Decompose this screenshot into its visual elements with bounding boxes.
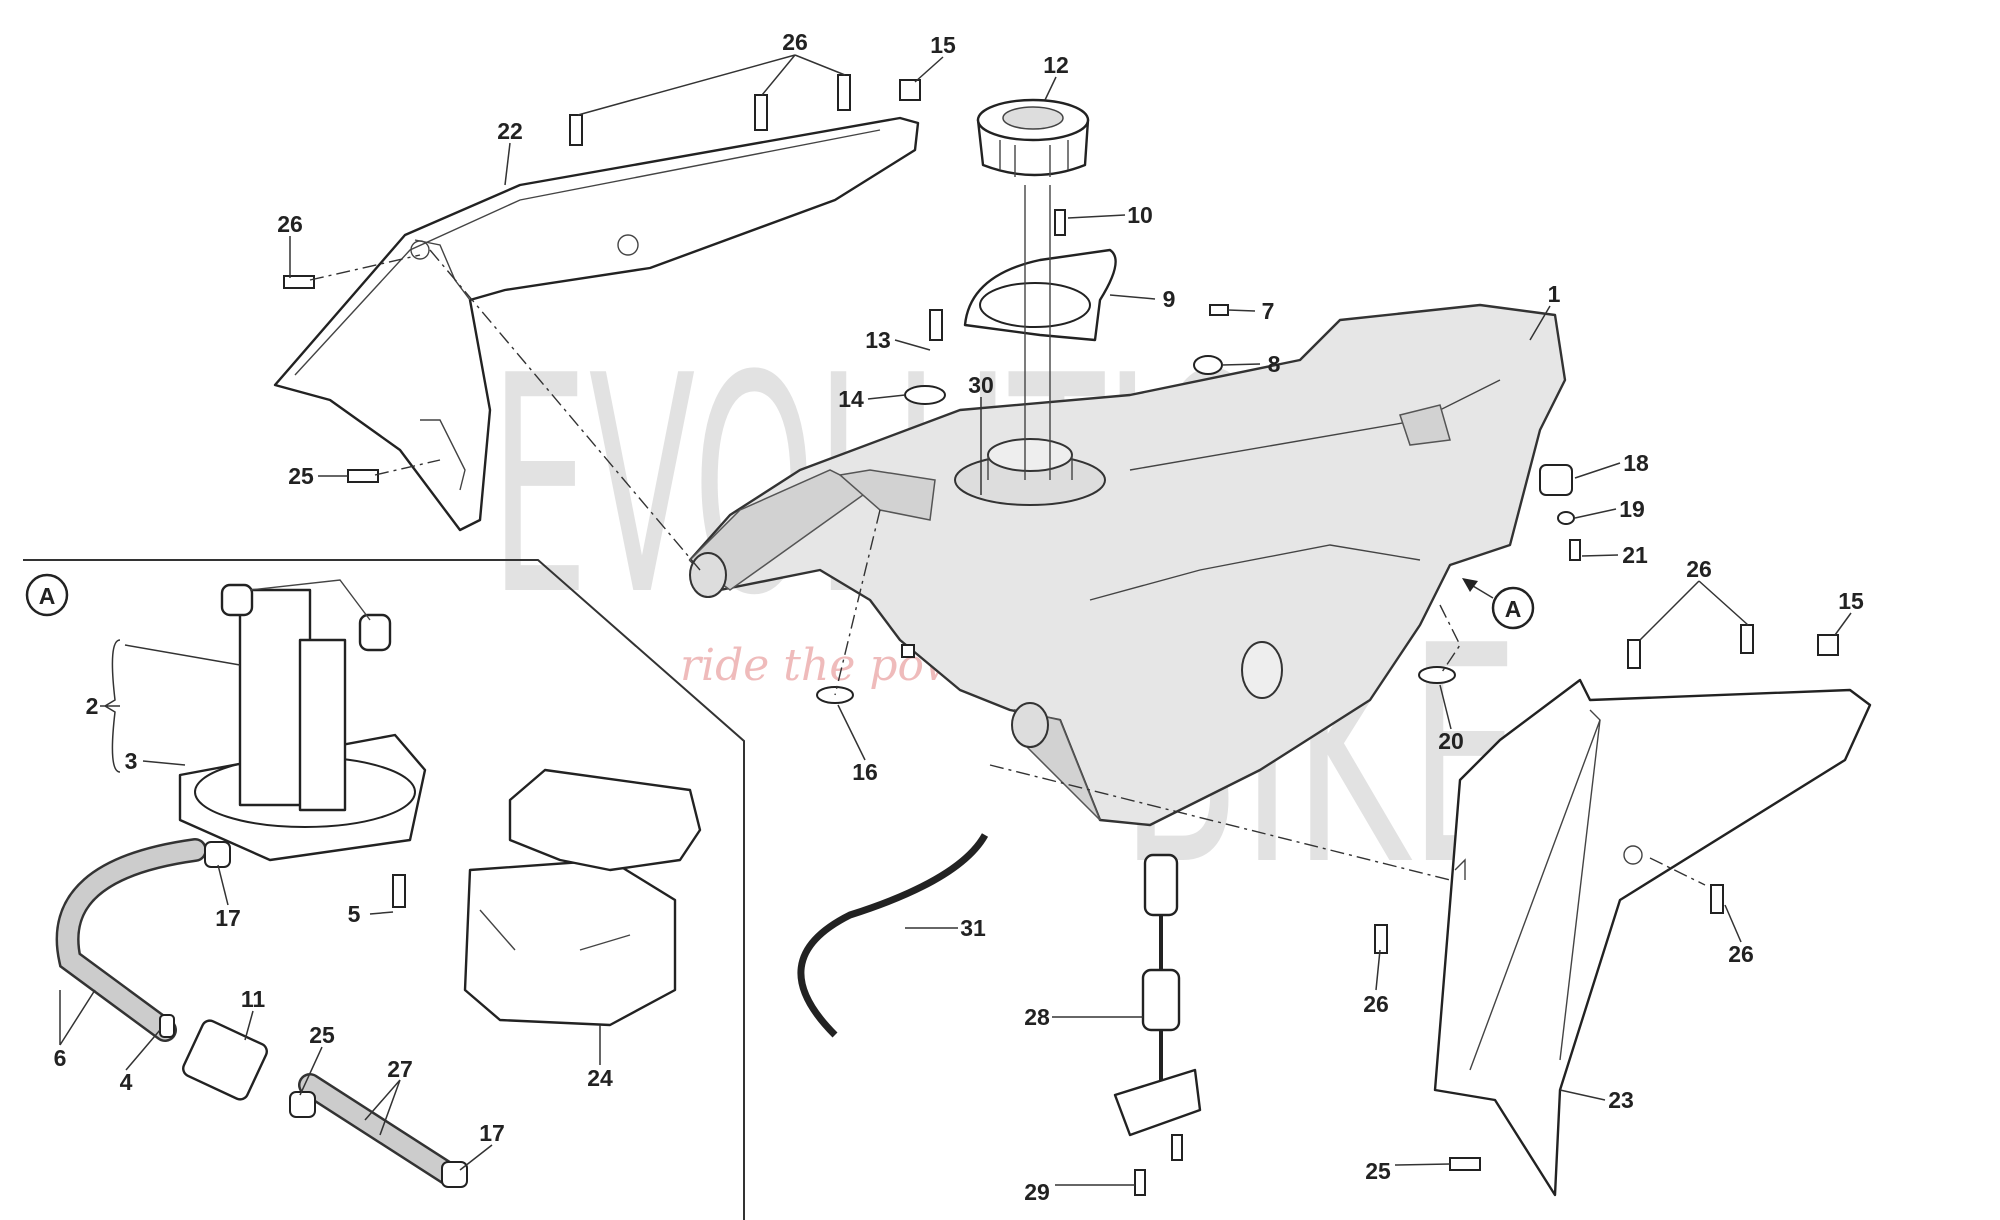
left-side-panel <box>273 116 920 532</box>
callout: 26 <box>1686 556 1712 582</box>
callout: 29 <box>1024 1179 1050 1205</box>
callout: 17 <box>479 1120 505 1146</box>
callout: 11 <box>241 986 266 1012</box>
callout: 13 <box>865 327 891 353</box>
callout: 26 <box>1728 941 1754 967</box>
callout: 28 <box>1024 1004 1050 1030</box>
callout: 12 <box>1043 52 1069 78</box>
callout: 14 <box>838 386 864 412</box>
callout: 24 <box>587 1065 613 1091</box>
callout: 15 <box>1838 588 1864 614</box>
callout: 26 <box>1363 991 1389 1017</box>
svg-text:A: A <box>39 583 56 609</box>
fuel-cap <box>976 98 1090 177</box>
fuel-pump-assembly <box>178 579 427 862</box>
callout: 25 <box>1365 1158 1391 1184</box>
callouts: 26 15 12 22 26 10 9 7 1 13 8 30 14 18 25… <box>54 29 1864 1205</box>
callout: 3 <box>125 748 138 774</box>
callout: 2 <box>86 693 99 719</box>
callout: 26 <box>782 29 808 55</box>
callout: 8 <box>1268 351 1281 377</box>
pump-cover <box>463 768 702 1027</box>
leader-lines <box>59 54 1852 1186</box>
callout: 9 <box>1163 286 1176 312</box>
detail-inset-frame <box>23 559 745 1220</box>
callout: 20 <box>1438 728 1464 754</box>
callout: 23 <box>1608 1087 1634 1113</box>
callout: 16 <box>852 759 878 785</box>
callout: 15 <box>930 32 956 58</box>
right-side-panel <box>1433 678 1872 1197</box>
callout: 18 <box>1623 450 1649 476</box>
callout: 27 <box>387 1056 413 1082</box>
callout: 6 <box>54 1045 67 1071</box>
svg-text:A: A <box>1505 596 1522 622</box>
callout: 7 <box>1262 298 1275 324</box>
callout: 19 <box>1619 496 1645 522</box>
callout: 22 <box>497 118 523 144</box>
callout: 25 <box>288 463 314 489</box>
callout: 31 <box>960 915 986 941</box>
callout: 4 <box>120 1069 133 1095</box>
callout: 5 <box>348 901 361 927</box>
level-sensor <box>1113 853 1202 1137</box>
cap-ring <box>963 248 1117 342</box>
fuel-tank <box>688 303 1567 827</box>
callout: 21 <box>1622 542 1648 568</box>
callout: 10 <box>1127 202 1153 228</box>
detail-marker-tank: A <box>1462 578 1535 630</box>
callout: 30 <box>968 372 994 398</box>
callout: 26 <box>277 211 303 237</box>
assembly-lines <box>309 249 1706 886</box>
callout: 25 <box>309 1022 335 1048</box>
fuel-filter <box>182 1019 268 1101</box>
detail-marker-inset: A <box>25 573 69 617</box>
callout: 1 <box>1548 281 1561 307</box>
callout: 17 <box>215 905 241 931</box>
breather-hose <box>797 833 989 1038</box>
